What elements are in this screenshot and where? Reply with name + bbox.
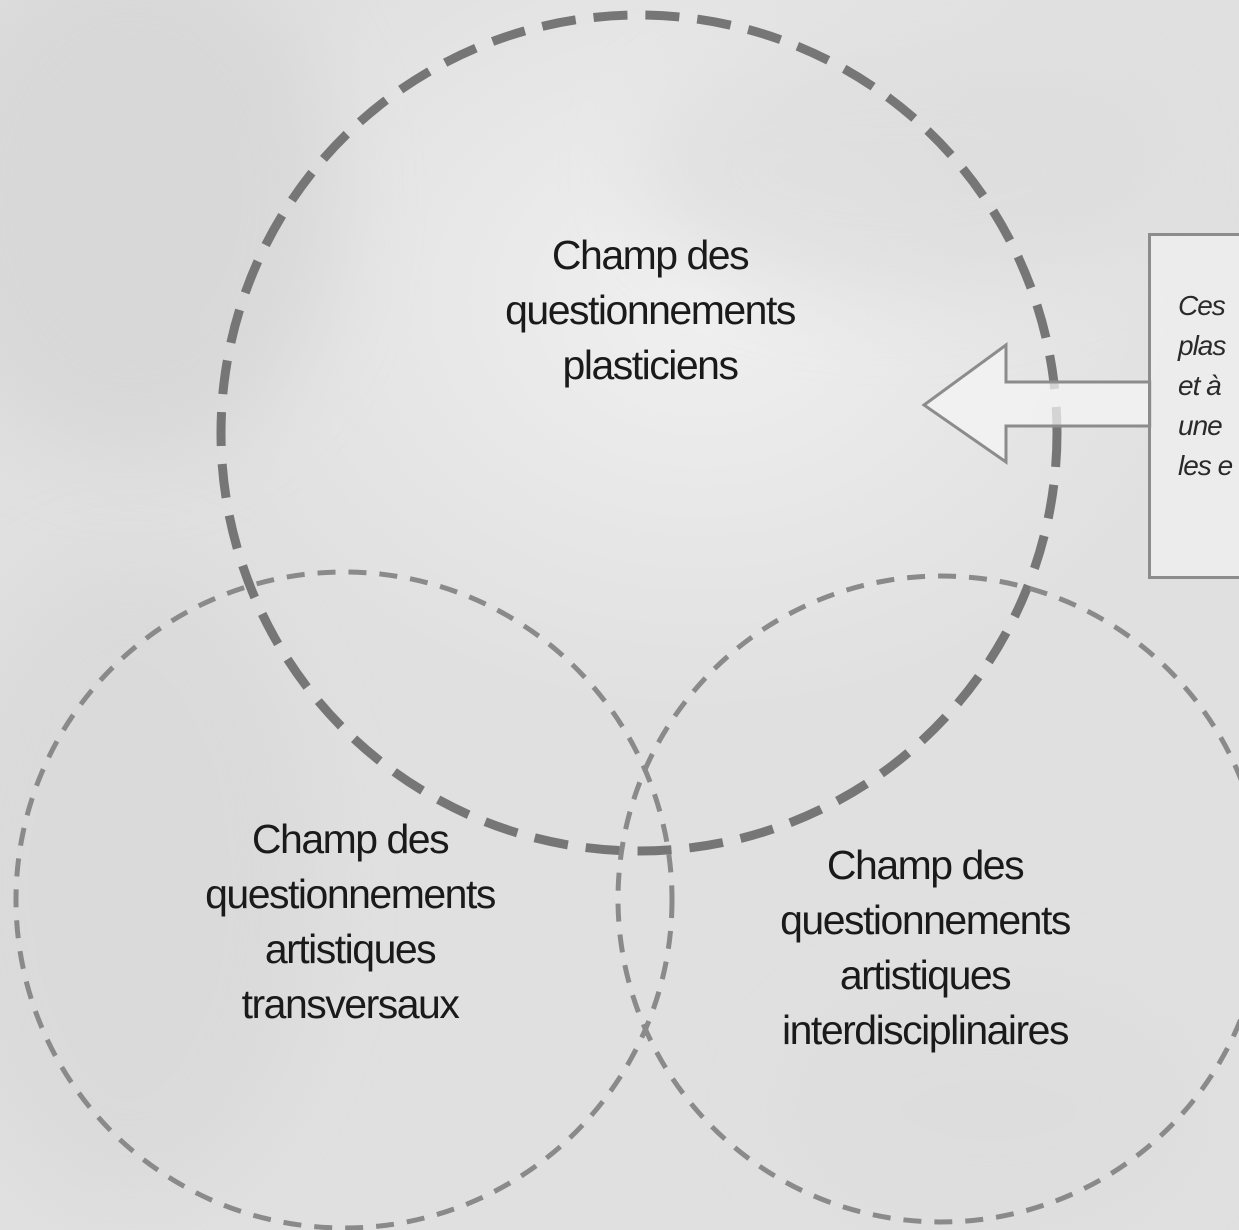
circle-label-transversaux: Champ des questionnements artistiques tr… — [150, 812, 550, 1032]
background-shadow — [780, 980, 1200, 1230]
circle-interdisciplinaires — [615, 573, 1239, 1225]
circle-label-interdisciplinaires: Champ des questionnements artistiques in… — [715, 838, 1135, 1058]
label-line: Champ des — [251, 816, 450, 862]
side-note-line: les e — [1178, 450, 1233, 481]
label-line: artistiques — [264, 926, 437, 972]
label-line: artistiques — [839, 952, 1012, 998]
label-line: interdisciplinaires — [782, 1007, 1069, 1053]
side-note-text: Ces plas et à une les e — [1178, 286, 1233, 486]
arrow-left-icon — [921, 342, 1152, 465]
circle-transversaux — [13, 569, 675, 1230]
background-shadow — [640, 40, 1160, 300]
label-line: plasticiens — [562, 342, 739, 388]
side-note-line: plas — [1178, 330, 1226, 361]
label-line: Champ des — [826, 842, 1025, 888]
label-line: questionnements — [205, 871, 496, 917]
label-line: questionnements — [505, 287, 796, 333]
side-note-line: et à — [1178, 370, 1222, 401]
circle-label-plasticiens: Champ des questionnements plasticiens — [445, 228, 855, 393]
circle-plasticiens — [216, 10, 1062, 856]
background-shadow — [0, 560, 320, 1200]
side-note-line: une — [1178, 410, 1223, 441]
label-line: transversaux — [241, 981, 460, 1027]
label-line: questionnements — [780, 897, 1071, 943]
side-note-line: Ces — [1178, 290, 1226, 321]
side-note-box: Ces plas et à une les e — [1148, 233, 1239, 579]
label-line: Champ des — [551, 232, 750, 278]
